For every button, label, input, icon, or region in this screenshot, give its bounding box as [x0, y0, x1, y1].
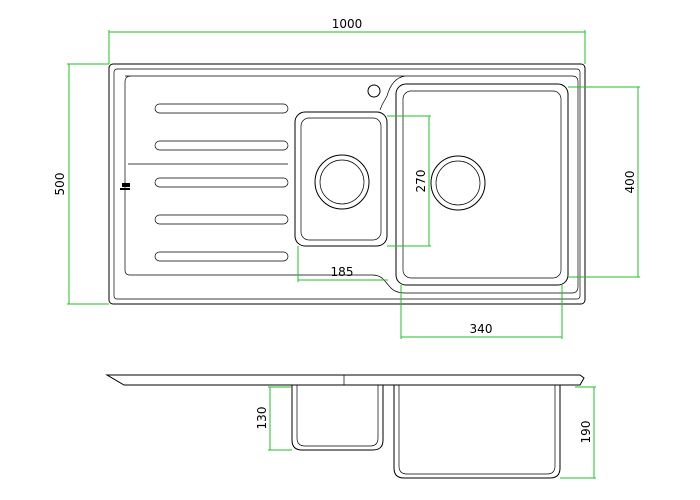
side-small-bowl	[291, 385, 384, 451]
label-small-bowl-width: 185	[331, 265, 354, 279]
large-bowl-outer	[395, 83, 569, 286]
label-large-bowl-width: 340	[470, 322, 493, 336]
dim-small-bowl-depth	[268, 386, 292, 451]
large-bowl	[395, 83, 569, 286]
drainer-groove	[154, 140, 289, 151]
tap-hole	[367, 84, 381, 98]
drainer-groove	[154, 103, 289, 114]
large-bowl-inner	[402, 90, 562, 279]
dim-small-bowl-width	[297, 246, 388, 282]
label-large-bowl-depth: 400	[623, 171, 637, 194]
label-bowl-height: 270	[414, 170, 428, 193]
small-bowl-drain-inner	[319, 159, 365, 205]
dim-overall-width	[108, 30, 586, 64]
dim-large-bowl-width	[400, 285, 563, 339]
small-bowl	[294, 111, 388, 247]
large-bowl-drain-inner	[435, 160, 481, 206]
dimension-labels: 1000 500 185 270 340 400 130 190	[53, 17, 637, 443]
sink-outer-rim	[108, 63, 586, 305]
dim-large-bowl-depth	[568, 86, 640, 278]
dim-overall-depth	[67, 63, 109, 305]
side-large-bowl	[393, 385, 561, 479]
brand-logo-icon	[120, 183, 130, 190]
small-bowl-inner	[300, 117, 382, 241]
dimension-lines	[67, 30, 640, 479]
sink-surface-contour	[124, 75, 579, 294]
side-view-rim	[105, 374, 585, 386]
label-large-bowl-section-depth: 190	[579, 421, 593, 444]
sink-top-view	[108, 63, 586, 305]
dim-bowl-height	[387, 115, 431, 247]
drainer-groove	[154, 177, 289, 188]
small-bowl-drain	[314, 154, 370, 210]
side-small-bowl-inner	[296, 385, 379, 447]
label-overall-depth: 500	[53, 173, 67, 196]
small-bowl-outer	[294, 111, 388, 247]
sink-side-view	[105, 374, 585, 479]
drainer-grooves	[128, 103, 289, 262]
drainer-groove	[154, 214, 289, 225]
label-overall-width: 1000	[332, 17, 363, 31]
dim-large-bowl-section-depth	[560, 386, 596, 479]
large-bowl-drain	[430, 155, 486, 211]
drainer-groove	[154, 251, 289, 262]
sink-inner-rim	[113, 68, 581, 300]
side-large-bowl-inner	[398, 385, 556, 475]
label-small-bowl-depth: 130	[255, 407, 269, 430]
